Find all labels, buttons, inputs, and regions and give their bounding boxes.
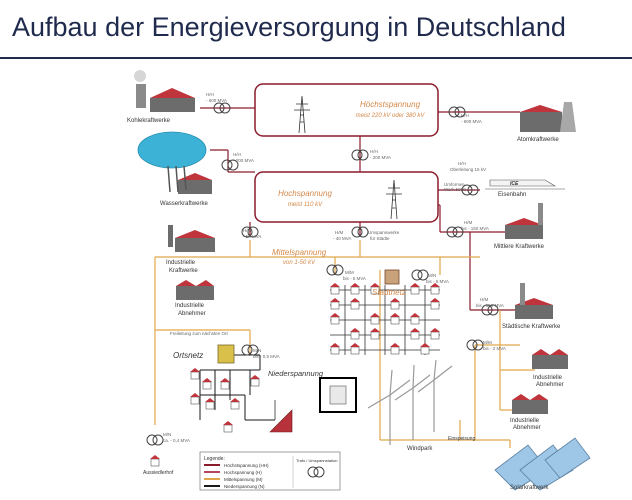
industrie-abnehmer-right2-icon xyxy=(512,394,548,414)
anno-umformer-1: Umformer- xyxy=(444,182,466,187)
anno-mid-2: - 200 MVA xyxy=(370,155,391,160)
industrie-abnehmer-label-2: Abnehmer xyxy=(178,311,206,317)
legend-item-0: Höchstspannung (HH) xyxy=(224,463,269,468)
ortsnetz-houses xyxy=(149,367,261,467)
legend-item-1: Hochspannung (H) xyxy=(224,470,262,475)
stadtnetz-grid xyxy=(330,285,440,355)
kohlekraftwerk-label: Kohlekraftwerke xyxy=(127,118,171,124)
anno-wasser-1: H/H xyxy=(233,152,241,157)
windpark-label: Windpark xyxy=(407,446,433,452)
hoechstspannung-sub: meist 220 kV oder 380 kV xyxy=(356,113,426,119)
anno-wasser-2: - 200 MVA xyxy=(233,158,254,163)
eisenbahn-icon xyxy=(485,179,565,190)
anno-city-1: H/M xyxy=(335,230,344,235)
anno-hof-1: M/N xyxy=(163,432,171,437)
solarkraftwerk-label: Solarkraftwerk xyxy=(510,485,549,491)
legend-symbol: Trafo / Umspannstation xyxy=(296,458,337,463)
hochspannung-sub: meist 110 kV xyxy=(288,202,323,208)
anno-ind-2: - 50 MVA xyxy=(243,234,261,239)
solarkraftwerk-icon xyxy=(494,437,591,491)
anno-atom-2: - 600 MVA xyxy=(461,119,482,124)
industrie-abnehmer-right2-label-2: Abnehmer xyxy=(513,425,541,431)
wasserkraftwerk-icon xyxy=(167,165,212,194)
anno-mm-2: bis - 5 MVA xyxy=(343,276,366,281)
energy-diagram: Höchstspannung meist 220 kV oder 380 kV … xyxy=(127,70,591,491)
anno-umspann-1: Umspannwerke xyxy=(368,230,400,235)
solar-roof-icon xyxy=(269,409,293,433)
pylon-icon xyxy=(386,179,402,220)
industrie-kraftwerk-icon xyxy=(168,225,215,252)
mittlere-kraftwerke-label: Mittlere Kraftwerke xyxy=(494,244,545,250)
anno-freileitung: Freileitung zum nächsten Ort xyxy=(170,331,229,336)
kohlekraftwerk-icon xyxy=(134,70,195,112)
anno-umformer-2: Werk 50Hz xyxy=(444,187,467,192)
anno-mnind-2: bis - 2 MVA xyxy=(483,346,506,351)
atomkraftwerk-label: Atomkraftwerke xyxy=(517,137,559,143)
anno-orts-1: M/N xyxy=(253,348,261,353)
pylon-icon xyxy=(294,95,310,134)
anno-mm2-2: bis - 5 MVA xyxy=(426,279,449,284)
ice-label: ICE xyxy=(510,181,519,187)
anno-skw-2: bis - 150 MVA xyxy=(476,303,504,308)
anno-bahn-1: H/H xyxy=(458,161,466,166)
anno-mnind-1: M/M xyxy=(483,340,492,345)
hoechstspannung-title: Höchstspannung xyxy=(360,100,421,109)
legend: Legende: Höchstspannung (HH) Hochspannun… xyxy=(199,451,341,491)
meter-icon xyxy=(329,385,347,405)
legend-title: Legende: xyxy=(204,456,225,462)
legend-item-2: Mittelspannung (M) xyxy=(224,477,263,482)
mittelspannung-title: Mittelspannung xyxy=(272,248,327,257)
staedtische-kraftwerke-label: Städtische Kraftwerke xyxy=(502,324,561,330)
anno-mkw-1: H/M xyxy=(464,220,473,225)
title-divider xyxy=(0,57,632,59)
niederspannung-label: Niederspannung xyxy=(268,369,324,378)
windpark-icon xyxy=(367,359,453,445)
industrie-kraftwerk-label-1: Industrielle xyxy=(166,260,196,266)
anno-orts-2: bis - 0,5 MVA xyxy=(253,354,280,359)
anno-mm2-1: M/N xyxy=(428,273,436,278)
hochspannung-title: Hochspannung xyxy=(278,189,332,198)
hv-lines xyxy=(200,107,520,311)
hochspannung-box xyxy=(254,171,439,223)
eisenbahn-label: Eisenbahn xyxy=(498,192,526,198)
industrie-abnehmer-right2-label-1: Industrielle xyxy=(510,418,540,424)
industrie-abnehmer-right-label-2: Abnehmer xyxy=(536,382,564,388)
anno-bahn-2: Oberleitung 15 kV xyxy=(450,167,486,172)
mittlere-kraftwerke-icon xyxy=(505,203,543,239)
atomkraftwerk-icon xyxy=(520,102,576,132)
hoechstspannung-box xyxy=(254,83,439,137)
anno-city-2: - 40 MVA xyxy=(333,236,351,241)
staedtische-kraftwerke-icon xyxy=(515,283,553,319)
industrie-abnehmer-right-label-1: Industrielle xyxy=(533,375,563,381)
mittelspannung-sub: von 1-50 kV xyxy=(283,260,316,266)
anno-mkw-2: bis - 150 MVA xyxy=(461,226,489,231)
stausee-icon xyxy=(137,131,207,169)
anno-hof-2: ca. - 0,4 MVA xyxy=(163,438,190,443)
ortsnetz-label: Ortsnetz xyxy=(173,351,203,360)
anno-atom-1: H/H xyxy=(461,113,469,118)
industrie-abnehmer-label-1: Industrielle xyxy=(175,303,205,309)
industrie-abnehmer-right-icon xyxy=(532,349,568,369)
page-title: Aufbau der Energieversorgung in Deutschl… xyxy=(12,12,566,42)
substation-icon xyxy=(384,269,400,285)
mv-lines xyxy=(154,240,535,448)
legend-item-3: Niederspannung (N) xyxy=(224,484,265,489)
anno-mid-1: H/H xyxy=(370,149,378,154)
anno-umspann-2: für Städte xyxy=(370,236,390,241)
industrie-kraftwerk-label-2: Kraftwerke xyxy=(169,268,198,274)
anno-ind-1: H/M xyxy=(243,228,252,233)
einspeisung-label: Einspeisung xyxy=(448,436,475,442)
ortsnetz-station-icon xyxy=(217,344,235,364)
anno-skw-1: H/M xyxy=(480,297,489,302)
aussiedlerhof-label: Aussiedlerhof xyxy=(143,470,174,476)
stadtnetz-label: Stadtnetz xyxy=(372,288,406,297)
wasserkraftwerk-label: Wasserkraftwerke xyxy=(160,201,208,207)
industrie-abnehmer-icon xyxy=(176,280,214,300)
anno-mm-1: M/M xyxy=(345,270,354,275)
anno-kohle-2: - 600 MVA xyxy=(206,98,227,103)
anno-kohle-1: H/H xyxy=(206,92,214,97)
